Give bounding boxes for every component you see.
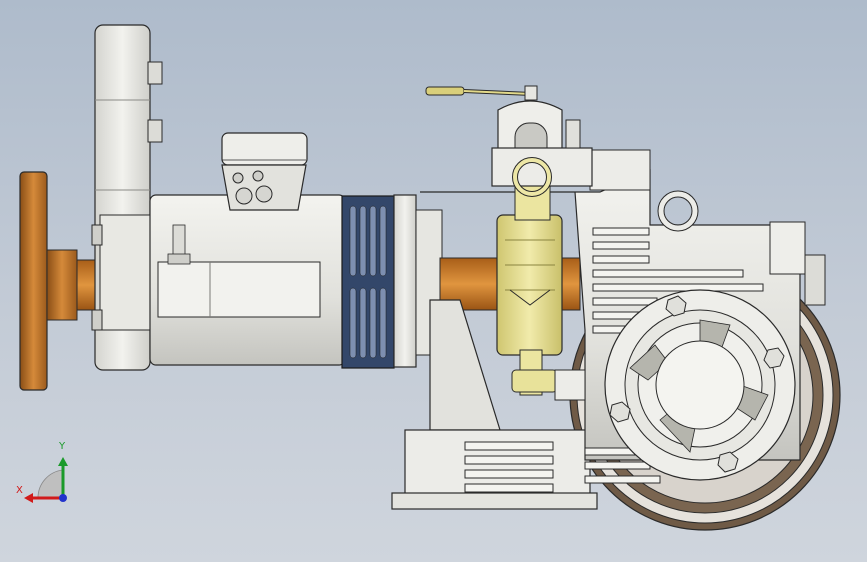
- base-support: [391, 299, 598, 510]
- x-axis-label: X: [16, 485, 23, 496]
- flange-coupling: [393, 194, 443, 368]
- y-axis-label: Y: [59, 441, 66, 452]
- brake-cover: [91, 24, 163, 371]
- output-flange: [604, 289, 796, 481]
- handwheel: [19, 171, 100, 391]
- release-lever: [425, 85, 593, 197]
- terminal-box: [221, 132, 308, 211]
- fan-guard: [341, 195, 395, 369]
- motor-body: [149, 194, 346, 366]
- eye-bolt: [657, 190, 699, 232]
- triad-plane-icon: [37, 469, 64, 499]
- z-axis-dot: [59, 494, 67, 502]
- yellow-brake: [496, 179, 586, 401]
